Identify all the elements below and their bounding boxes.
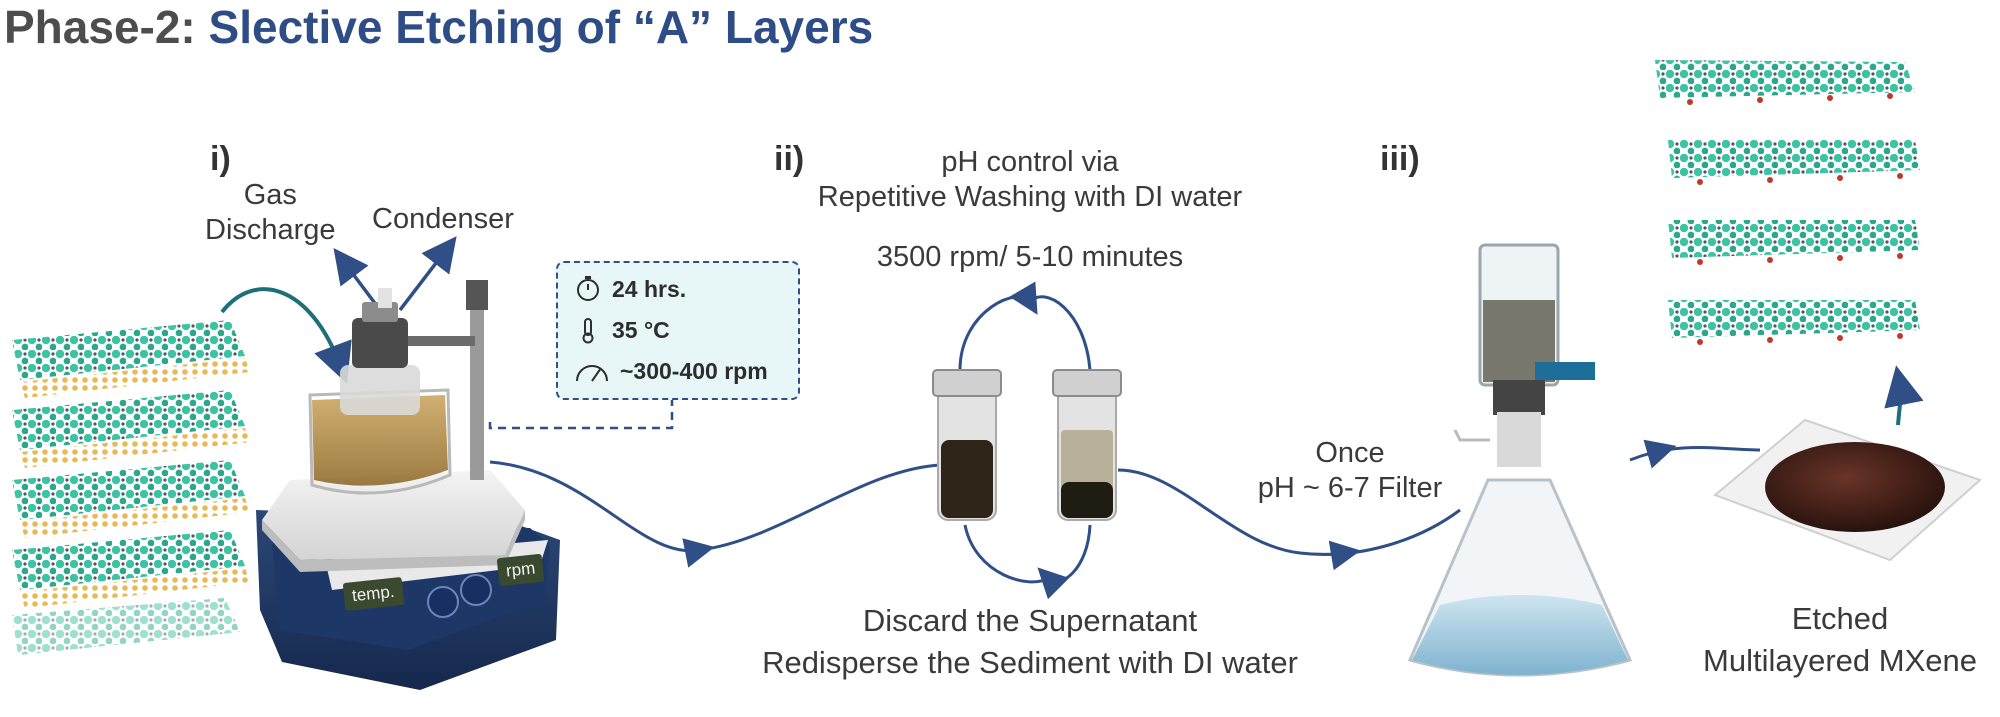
loop-arc-top <box>1028 295 1092 371</box>
temperature-row: 35 °C <box>574 316 670 344</box>
loop-arc-bottom <box>963 524 1049 584</box>
mxene-layers <box>1655 60 1920 345</box>
rpm-button[interactable]: rpm <box>496 553 545 587</box>
centrifuge-tube-left <box>932 369 1002 521</box>
page-title: Phase-2: Slective Etching of “A” Layers <box>4 0 873 54</box>
thermometer-icon <box>582 318 594 344</box>
flow-line-3 <box>1629 446 1761 462</box>
condenser-arrow <box>398 236 457 312</box>
max-layer <box>12 390 250 468</box>
step-iii-label: iii) <box>1380 140 1420 178</box>
product-label: Etched Multilayered MXene <box>1680 598 2000 682</box>
discard-line-1: Discard the Supernatant <box>862 603 1198 638</box>
product-line-2: Multilayered MXene <box>1703 642 1977 678</box>
temperature-value: 35 °C <box>612 316 670 343</box>
reaction-conditions-box: 24 hrs. 35 °C ~300-400 rpm <box>556 261 800 400</box>
time-row: 24 hrs. <box>574 275 686 303</box>
once-label: Once <box>1315 437 1385 469</box>
phase-subtitle: Slective Etching of “A” Layers <box>208 1 874 53</box>
hot-plate-stirrer <box>256 280 560 690</box>
condenser-label: Condenser <box>372 203 514 235</box>
flow-line-2 <box>1117 468 1461 556</box>
loop-arrow-bottom <box>1037 524 1092 600</box>
flow-arrow-3 <box>1643 439 1677 469</box>
filter-label: pH ~ 6-7 Filter <box>1257 471 1443 504</box>
product-line-1: Etched <box>1791 601 1889 636</box>
wash-text: pH control via Repetitive Washing with D… <box>770 145 1290 215</box>
filter-condition: Once pH ~ 6-7 Filter <box>1230 436 1470 506</box>
conditions-connector <box>488 398 674 430</box>
max-layer-faded <box>12 598 240 655</box>
mxene-filter-cake <box>1713 418 1982 562</box>
discard-line-2: Redisperse the Sediment with DI water <box>762 644 1298 680</box>
step-i-label: i) <box>210 140 231 178</box>
loop-arrow-top <box>958 281 1038 371</box>
wash-line-2: Repetitive Washing with DI water <box>817 180 1243 213</box>
wash-line-1: pH control via <box>941 146 1119 178</box>
step-ii-label: ii) <box>774 140 805 178</box>
vacuum-filter-apparatus <box>1407 243 1633 677</box>
time-value: 24 hrs. <box>612 275 687 302</box>
centrifuge-speed: 3500 rpm/ 5-10 minutes <box>876 241 1184 273</box>
stirring-row: ~300-400 rpm <box>574 357 768 385</box>
flow-line-1 <box>489 460 941 553</box>
phase-label: Phase-2: <box>4 1 196 53</box>
max-layer <box>12 320 250 398</box>
gas-discharge-label: Gas Discharge <box>205 179 336 246</box>
flow-arrow-2 <box>1328 540 1361 571</box>
speedometer-icon <box>576 365 608 382</box>
flow-arrow-1 <box>682 538 715 568</box>
discard-text: Discard the Supernatant Redisperse the S… <box>720 600 1340 684</box>
max-phase-structure <box>12 320 250 655</box>
product-arrow <box>1884 365 1924 426</box>
stirring-value: ~300-400 rpm <box>620 357 768 384</box>
timer-icon <box>577 276 599 301</box>
feed-arrow <box>220 287 352 384</box>
max-layer <box>12 460 250 538</box>
max-layer <box>12 530 250 608</box>
centrifuge-tube-right <box>1052 369 1122 521</box>
